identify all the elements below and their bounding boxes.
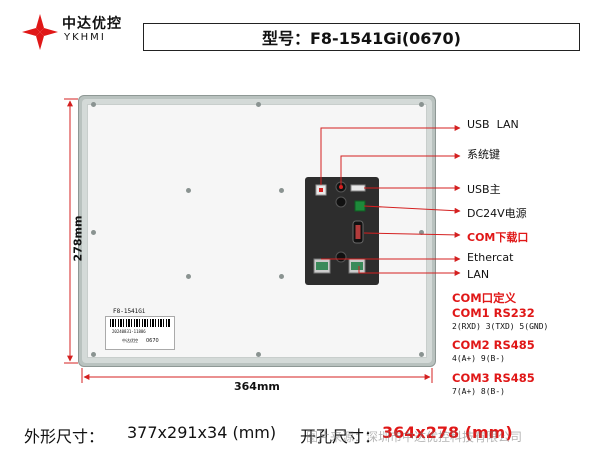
outer-size-value: 377x291x34 (mm) — [127, 423, 277, 442]
screw-icon — [279, 274, 284, 279]
connector-panel-ports — [313, 181, 366, 274]
callout-system-key — [340, 153, 461, 185]
label-system-key: 系统键 — [467, 148, 500, 161]
screw-icon — [186, 188, 191, 193]
com1-heading: COM1 RS232 — [452, 306, 535, 320]
brand-name-en: YKHMI — [64, 32, 106, 43]
label-dc24v: DC24V电源 — [467, 207, 527, 220]
screw-icon — [186, 274, 191, 279]
model-title-box: 型号：F8-1541Gi(0670) — [143, 23, 580, 51]
callout-com-download — [363, 231, 461, 238]
callout-usb-lan — [320, 125, 461, 185]
screw-icon — [419, 102, 424, 107]
outer-size-label: 外形尺寸： — [24, 427, 105, 446]
com3-heading: COM3 RS485 — [452, 371, 535, 385]
height-dimension-label: 278mm — [71, 215, 85, 262]
com1-pins: 2(RXD) 3(TXD) 5(GND) — [452, 322, 549, 331]
com3-pins: 7(A+) 8(B-) — [452, 387, 505, 396]
screw-icon — [91, 102, 96, 107]
device-label-brand: 中达优控 — [122, 338, 138, 343]
model-title: 型号：F8-1541Gi(0670) — [261, 29, 461, 48]
label-lan: LAN — [467, 268, 490, 281]
callout-dc24v — [363, 205, 461, 214]
com-definition-title: COM口定义 — [452, 291, 517, 305]
barcode-icon — [110, 319, 170, 327]
screw-icon — [419, 352, 424, 357]
com2-pins: 4(A+) 9(B-) — [452, 354, 505, 363]
label-com-download: COM下载口 — [467, 231, 529, 244]
cutout-size-value: 364x278 (mm) — [382, 423, 513, 442]
device-label-code: 0670 — [146, 338, 159, 344]
device-label-model: F8-1541Gi — [113, 308, 146, 315]
screw-icon — [91, 230, 96, 235]
device-label-serial: 20240831-11886 — [112, 329, 146, 334]
brand-logo — [22, 14, 58, 50]
brand-name-zh: 中达优控 — [62, 16, 122, 32]
width-dimension-label: 364mm — [234, 380, 280, 393]
status-led-icon — [335, 196, 347, 208]
com2-heading: COM2 RS485 — [452, 338, 535, 352]
screw-icon — [256, 102, 261, 107]
screw-icon — [419, 230, 424, 235]
screw-icon — [91, 352, 96, 357]
label-usb-main: USB主 — [467, 183, 501, 196]
cutout-size-label: 开孔尺寸： — [300, 427, 381, 446]
label-usb-lan: USB LAN — [467, 118, 519, 131]
image-source-watermark: 图片来源：深圳市中达优控科技有限公司 — [306, 430, 523, 444]
callout-lan — [358, 266, 461, 276]
label-ethercat: Ethercat — [467, 251, 514, 264]
screw-icon — [256, 352, 261, 357]
screw-icon — [279, 188, 284, 193]
